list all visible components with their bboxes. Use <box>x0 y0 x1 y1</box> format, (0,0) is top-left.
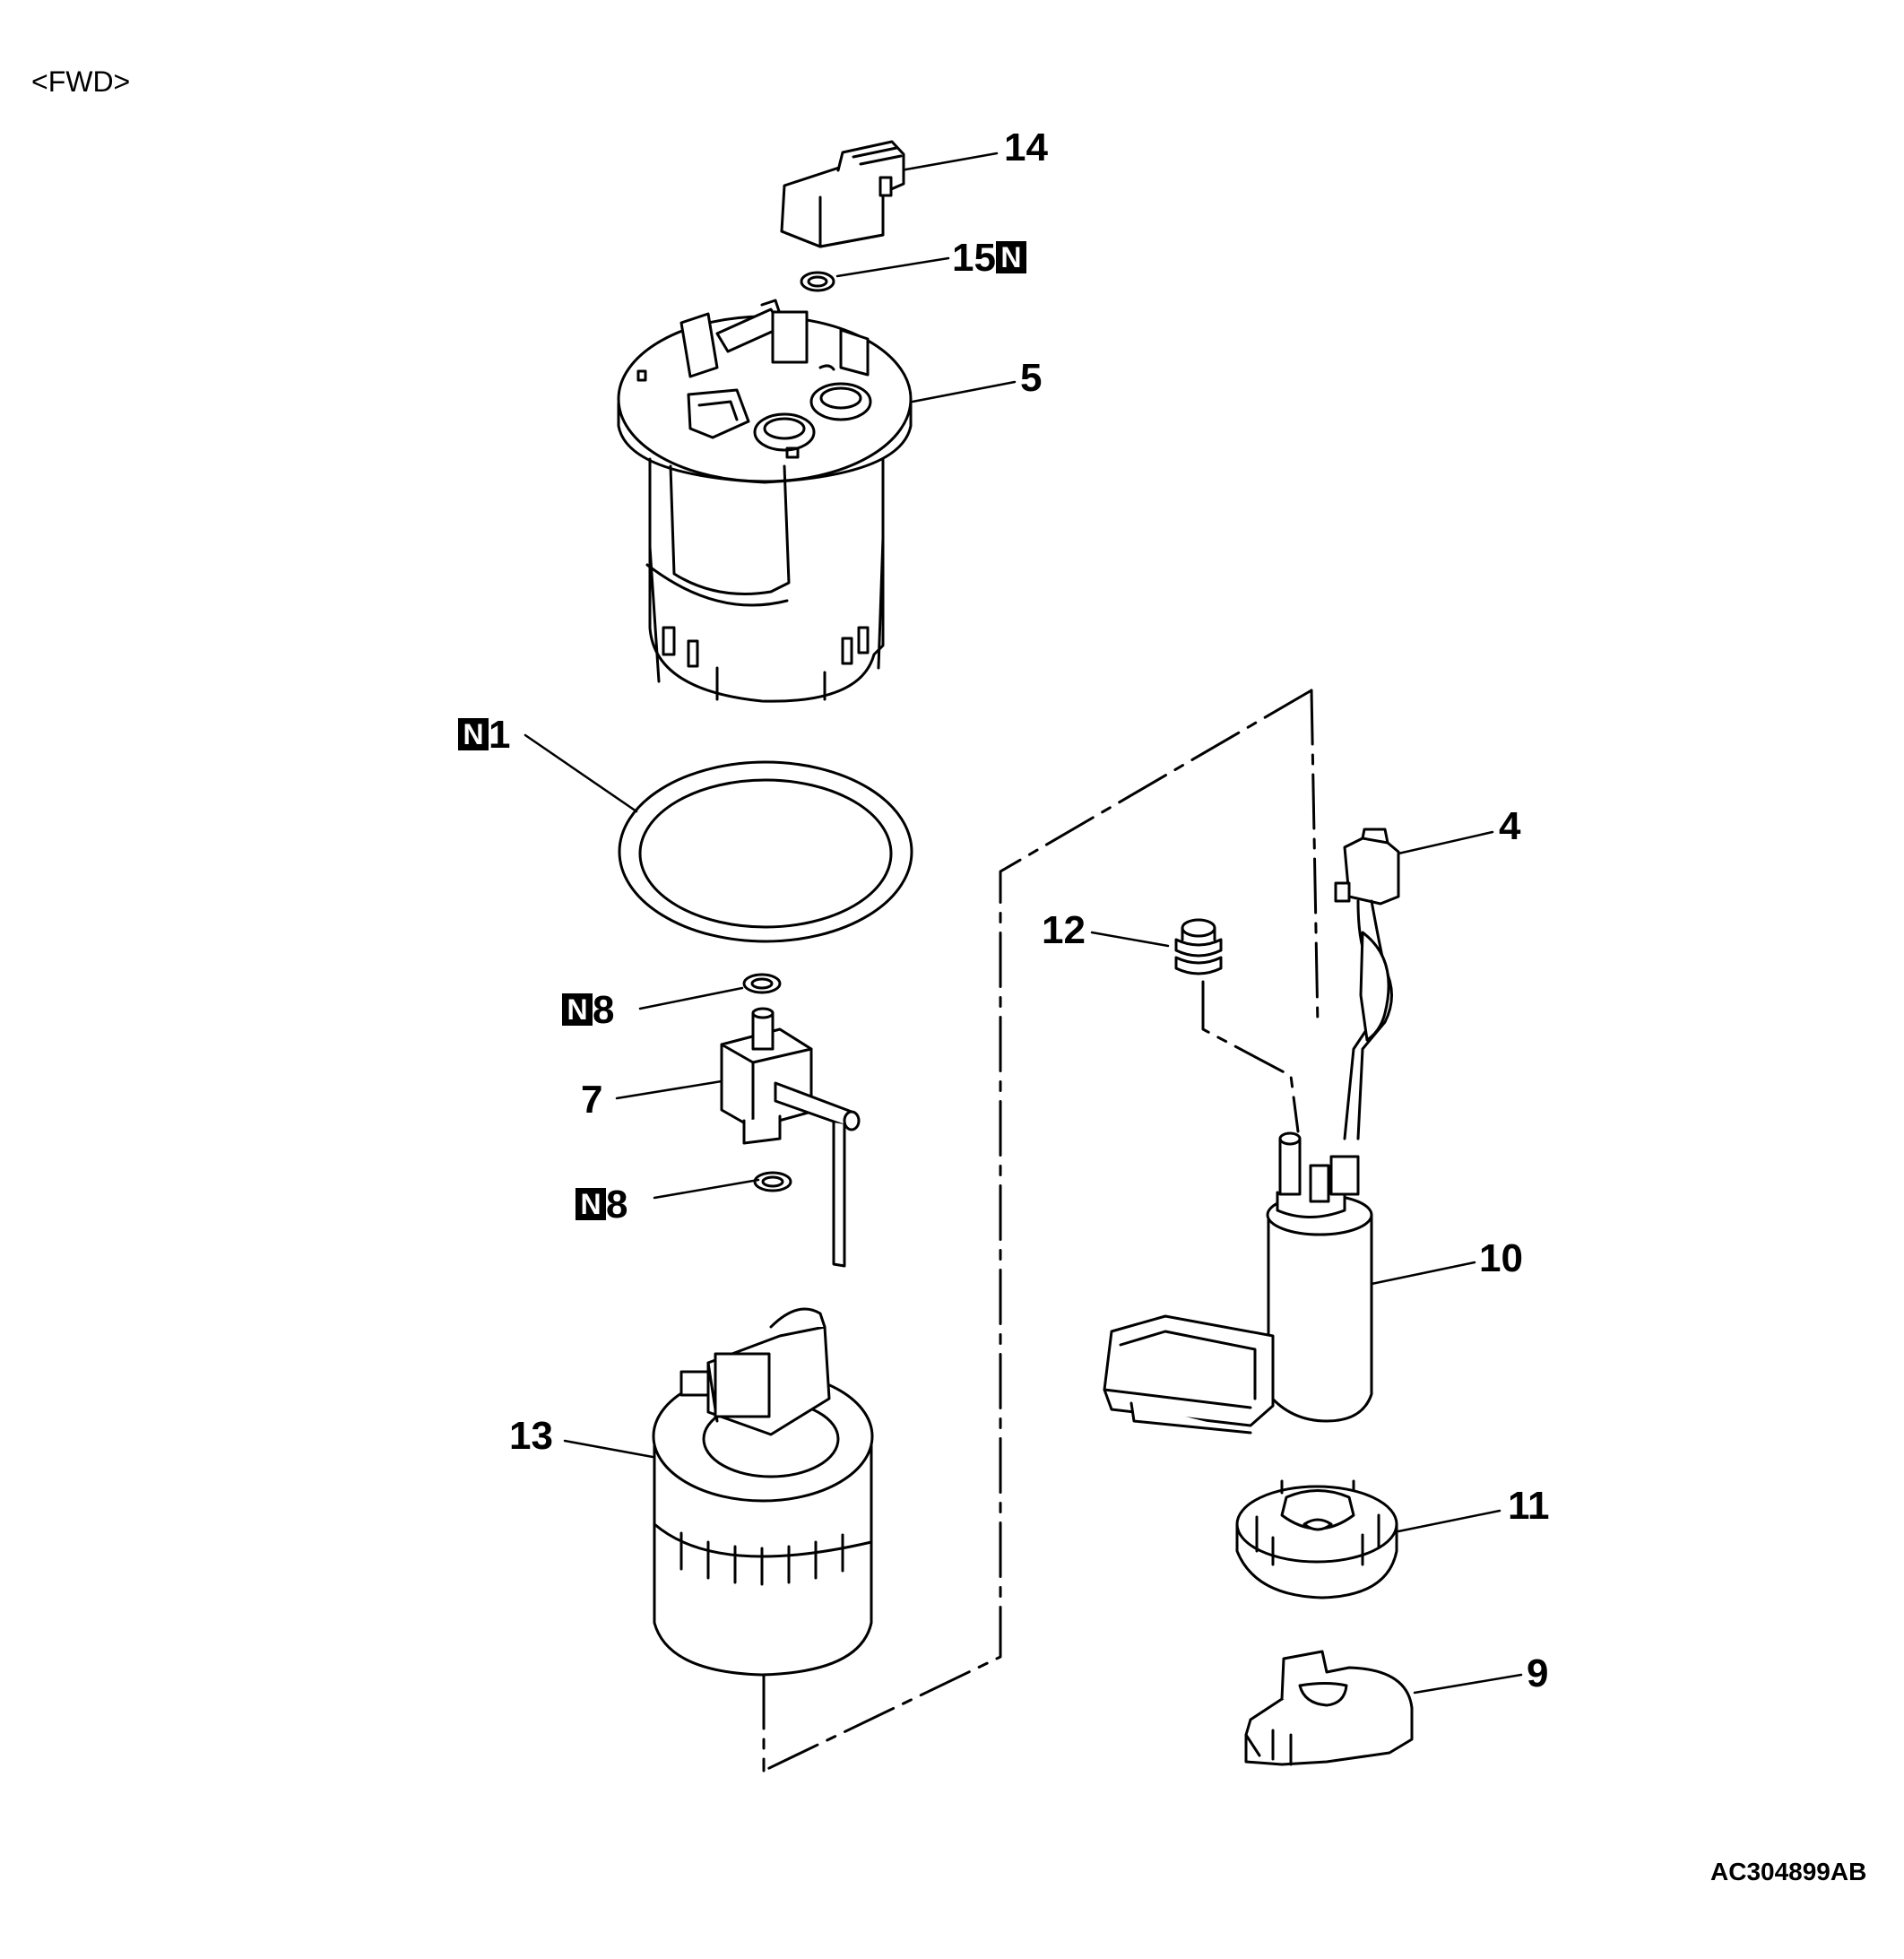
new-part-badge: N <box>458 718 489 750</box>
part-number: 8 <box>606 1183 628 1227</box>
label-part-14: 14 <box>1004 128 1048 168</box>
part-8-o-ring-lower <box>755 1173 791 1191</box>
new-part-badge: N <box>562 993 593 1026</box>
part-5-pump-flange <box>619 300 911 701</box>
part-11-pump-holder <box>1237 1481 1397 1598</box>
new-part-badge: N <box>576 1188 606 1220</box>
label-part-5: 5 <box>1020 359 1042 398</box>
part-number: 1 <box>489 713 511 757</box>
label-part-9: 9 <box>1527 1654 1548 1694</box>
part-10-fuel-pump <box>1104 1133 1372 1433</box>
label-part-13: 13 <box>509 1417 553 1456</box>
label-part-10: 10 <box>1479 1239 1523 1279</box>
part-7-pressure-regulator <box>722 1009 859 1266</box>
part-number: 5 <box>1020 356 1043 400</box>
leader-lines <box>525 153 1521 1693</box>
label-part-12: 12 <box>1042 911 1086 950</box>
part-number: 15 <box>952 236 996 280</box>
part-number: 14 <box>1004 126 1048 169</box>
part-number: 11 <box>1508 1484 1550 1528</box>
part-number: 9 <box>1527 1651 1549 1695</box>
part-14-connector <box>782 142 904 247</box>
label-part-4: 4 <box>1499 807 1520 846</box>
reference-code: AC304899AB <box>1710 1858 1867 1885</box>
part-12-insulator <box>1176 920 1221 974</box>
part-number: 4 <box>1499 804 1521 848</box>
part-1-gasket <box>619 762 912 941</box>
part-number: 8 <box>593 988 615 1032</box>
part-9-retainer <box>1246 1651 1412 1764</box>
part-15-o-ring <box>801 273 834 290</box>
part-4-wiring-harness <box>1336 829 1398 1139</box>
part-8-o-ring-upper <box>744 975 780 993</box>
view-label: <FWD> <box>31 65 131 98</box>
label-part-11: 11 <box>1508 1487 1550 1526</box>
part-number: 10 <box>1479 1236 1523 1280</box>
part-number: 7 <box>581 1078 603 1122</box>
new-part-badge: N <box>995 241 1026 273</box>
part-number: 12 <box>1042 908 1086 952</box>
assembly-group-outline <box>764 690 1318 1771</box>
label-part-7: 7 <box>581 1080 602 1120</box>
part-13-fuel-filter <box>653 1309 872 1675</box>
part-number: 13 <box>509 1414 553 1458</box>
